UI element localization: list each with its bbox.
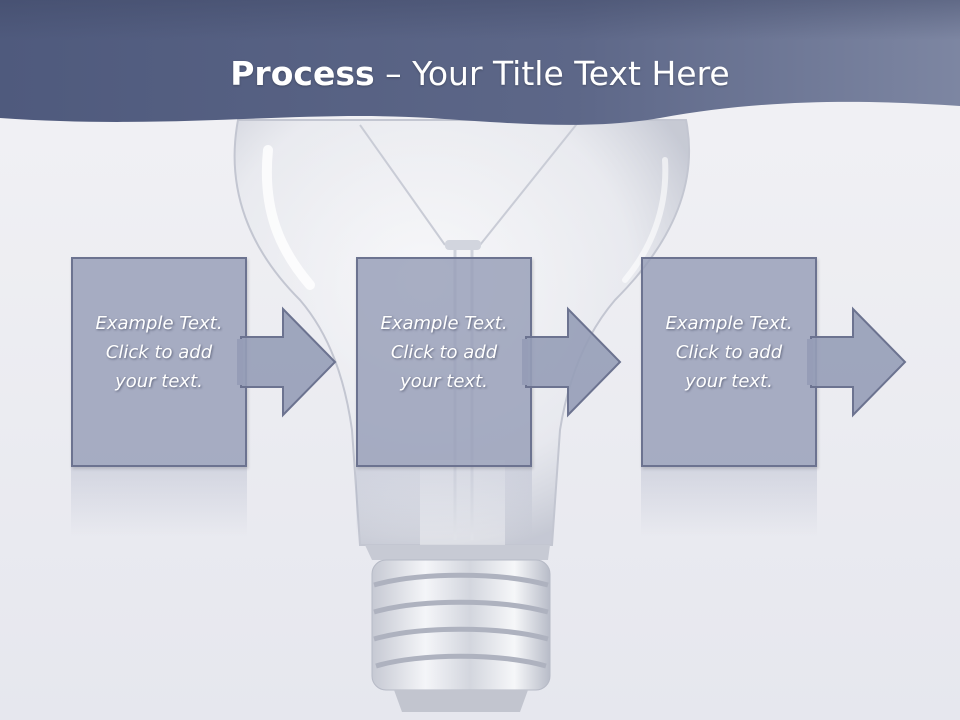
slide-title-rest: – Your Title Text Here xyxy=(374,54,730,93)
process-step-reflection xyxy=(641,467,817,537)
right-arrow-icon xyxy=(237,306,337,418)
step-text-line-3: your text. xyxy=(400,371,488,392)
step-text-line-1: Example Text. xyxy=(380,313,508,334)
step-text-line-1: Example Text. xyxy=(665,313,793,334)
process-box[interactable] xyxy=(71,257,247,467)
step-text-line-3: your text. xyxy=(685,371,773,392)
process-step-reflection xyxy=(356,467,532,537)
process-box[interactable] xyxy=(356,257,532,467)
right-arrow-icon xyxy=(807,306,907,418)
process-step-reflection xyxy=(71,467,247,537)
step-text-line-3: your text. xyxy=(115,371,203,392)
right-arrow-icon xyxy=(522,306,622,418)
step-text-line-2: Click to add xyxy=(390,342,498,363)
process-step-text[interactable]: Example Text. Click to add your text. xyxy=(77,309,241,396)
process-step-text[interactable]: Example Text. Click to add your text. xyxy=(647,309,811,396)
process-step-text[interactable]: Example Text. Click to add your text. xyxy=(362,309,526,396)
slide-title[interactable]: Process – Your Title Text Here xyxy=(0,52,960,96)
step-text-line-1: Example Text. xyxy=(95,313,223,334)
process-step-3[interactable]: Example Text. Click to add your text. xyxy=(641,257,907,467)
process-box[interactable] xyxy=(641,257,817,467)
slide-title-bold: Process xyxy=(230,54,375,93)
process-step-2[interactable]: Example Text. Click to add your text. xyxy=(356,257,622,467)
process-step-1[interactable]: Example Text. Click to add your text. xyxy=(71,257,337,467)
step-text-line-2: Click to add xyxy=(675,342,783,363)
step-text-line-2: Click to add xyxy=(105,342,213,363)
